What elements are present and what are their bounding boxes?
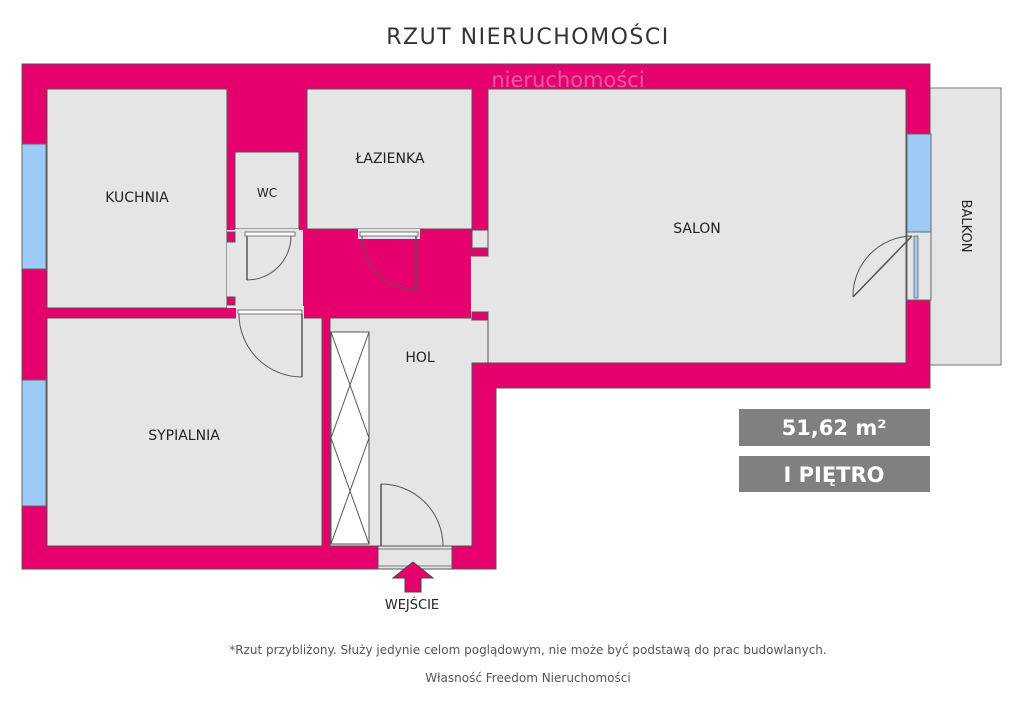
wardrobe-cross (330, 331, 370, 439)
living-room-label: SALON (673, 221, 721, 237)
kitchen-room (46, 88, 228, 309)
bedroom-window (21, 379, 47, 507)
hall-salon-opening (471, 256, 489, 318)
bedroom-door-frame (237, 309, 303, 315)
disclaimer-text: *Rzut przybliżony. Służy jedynie celom p… (229, 643, 826, 657)
bedroom-label: SYPIALNIA (148, 428, 220, 444)
area-badge (739, 409, 930, 446)
wardrobe-cross (330, 437, 370, 545)
wall-stub (226, 231, 236, 243)
hall-label: HOL (405, 350, 435, 366)
plan-title: RZUT NIERUCHOMOŚCI (386, 24, 669, 50)
floor-value: I PIĘTRO (783, 463, 884, 487)
living-room (487, 88, 907, 364)
area-value: 51,62 m² (782, 416, 887, 440)
bathroom-label: ŁAZIENKA (355, 151, 425, 167)
entrance-label: WEJŚCIE (385, 597, 439, 613)
wc-room (234, 151, 300, 230)
balcony-label: BALKON (958, 200, 973, 253)
kitchen-window (21, 143, 47, 270)
wardrobe (330, 331, 370, 545)
wall-stub (471, 247, 489, 257)
owner-text: Własność Freedom Nieruchomości (425, 671, 630, 685)
balcony-door-glass (913, 235, 919, 299)
wall-stub (471, 311, 489, 321)
balcony-door-leaf (852, 235, 913, 298)
balcony-door-swing (852, 235, 913, 298)
wc-label: WC (257, 186, 277, 200)
balcony-area (929, 87, 1002, 366)
bedroom-door-swing (238, 313, 303, 378)
kitchen-label: KUCHNIA (105, 190, 169, 206)
wc-door-frame (244, 231, 296, 237)
entrance-arrow-icon (391, 561, 435, 593)
wall-stub (226, 296, 236, 306)
balcony-door-frame (906, 231, 932, 301)
watermark: nieruchomości (491, 68, 644, 92)
entrance-door-swing (380, 483, 444, 547)
floor-badge (739, 456, 930, 492)
bedroom-room (46, 317, 323, 547)
salon-window (906, 133, 932, 233)
kitchen-hall-opening (227, 230, 303, 308)
bathroom-door-frame (359, 231, 419, 237)
wc-door-swing (246, 235, 292, 281)
bathroom-door-swing (361, 235, 417, 291)
bathroom-room (306, 88, 473, 230)
